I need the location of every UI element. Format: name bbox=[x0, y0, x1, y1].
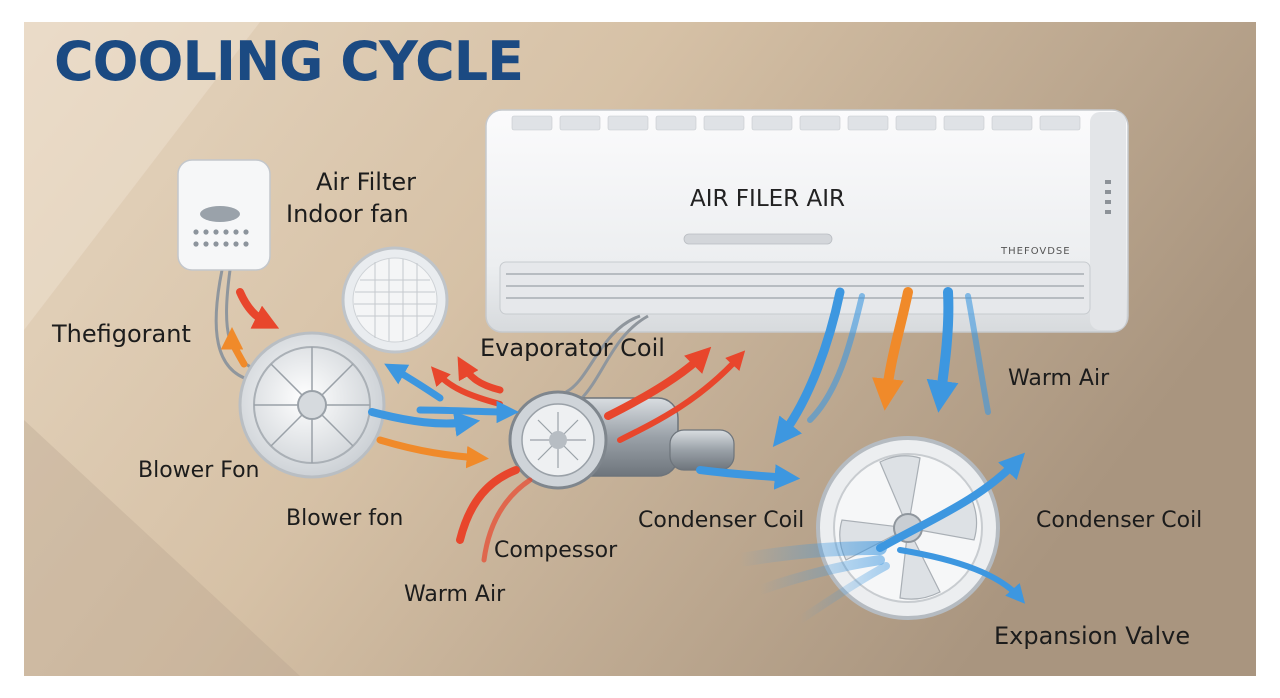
compressor-icon bbox=[508, 390, 735, 490]
label-warm-air-right: Warm Air bbox=[1008, 366, 1110, 391]
label-condenser-coil-center: Condenser Coil bbox=[638, 508, 805, 533]
air-filter-icon bbox=[341, 246, 449, 354]
label-blower-fon-upper: Blower Fon bbox=[138, 458, 260, 483]
light-beam bbox=[24, 22, 260, 330]
label-indoor-fan: Indoor fan bbox=[286, 200, 409, 228]
thermostat-icon bbox=[177, 159, 271, 271]
diagram-title: COOLING CYCLE bbox=[54, 30, 524, 93]
label-blower-fon-lower: Blower fon bbox=[286, 506, 404, 531]
unit-front-label: AIR FILER AIR bbox=[690, 186, 845, 212]
ac-indoor-unit-icon bbox=[485, 109, 1129, 333]
label-air-filter: Air Filter bbox=[316, 168, 417, 196]
label-warm-air-bottom: Warm Air bbox=[404, 582, 506, 607]
airflow-arrows bbox=[220, 287, 1026, 624]
blower-fan-icon bbox=[238, 331, 386, 479]
unit-brand-label: THEFOVDSE bbox=[1001, 246, 1071, 257]
label-condenser-coil-right: Condenser Coil bbox=[1036, 508, 1203, 533]
label-thefigorant: Thefigorant bbox=[52, 320, 191, 348]
label-evaporator-coil: Evaporator Coil bbox=[480, 334, 665, 362]
label-compessor: Compessor bbox=[494, 538, 618, 563]
label-expansion-valve: Expansion Valve bbox=[994, 622, 1191, 650]
shadow-beam bbox=[24, 420, 300, 676]
